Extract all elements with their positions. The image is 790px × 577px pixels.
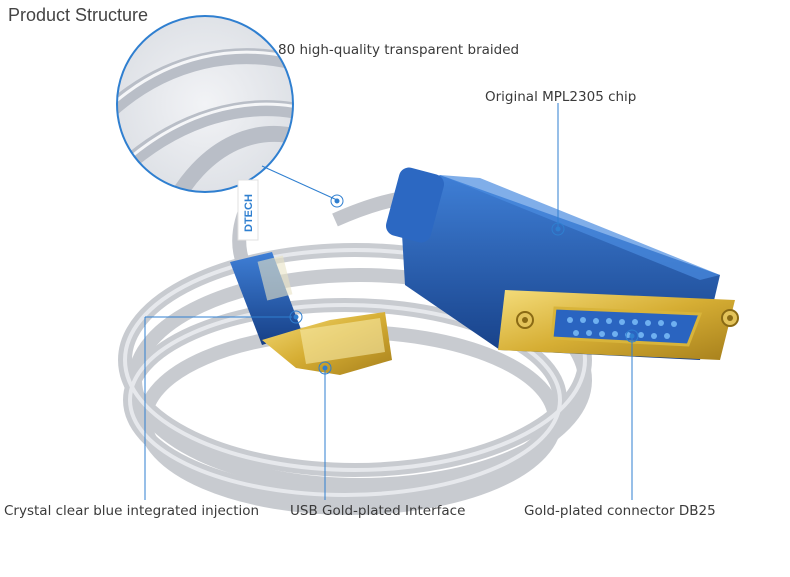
usb-connector [230, 252, 392, 375]
db25-connector [385, 167, 739, 360]
callout-db25: Gold-plated connector DB25 [524, 503, 716, 519]
svg-text:DTECH: DTECH [243, 194, 255, 232]
page-title: Product Structure [8, 5, 149, 25]
callout-markers [289, 194, 639, 375]
callout-lines [144, 103, 633, 500]
callout-braided: 80 high-quality transparent braided [278, 42, 520, 58]
brand-sticker: DTECH [237, 179, 259, 241]
callout-chip: Original MPL2305 chip [485, 89, 637, 105]
callout-injection: Crystal clear blue integrated injection [4, 503, 260, 519]
callout-usb: USB Gold-plated Interface [290, 503, 466, 519]
